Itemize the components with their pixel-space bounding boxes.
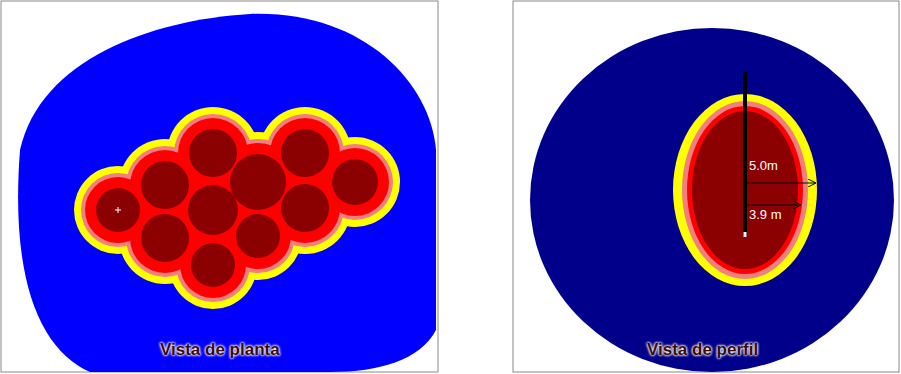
blast-core bbox=[191, 243, 235, 287]
blast-core bbox=[281, 184, 329, 232]
plume-cluster bbox=[74, 107, 400, 309]
blast-core bbox=[230, 154, 286, 210]
dimension: 3.9 m bbox=[749, 207, 782, 222]
blast-core bbox=[281, 129, 329, 177]
blast-core bbox=[141, 161, 189, 209]
outer-zone bbox=[18, 14, 436, 372]
panel-frame bbox=[1, 1, 438, 372]
radius-arrow bbox=[746, 183, 815, 184]
panel-frame bbox=[513, 1, 899, 372]
blast-core bbox=[141, 214, 189, 262]
outer-zone bbox=[530, 28, 894, 372]
blasthole-mark bbox=[115, 207, 121, 213]
dimension: 5.0m bbox=[749, 158, 778, 173]
blast-core bbox=[332, 159, 378, 205]
view-title: Vista de planta bbox=[160, 340, 280, 360]
view-title: Vista de perfil bbox=[647, 340, 758, 360]
radius-arrow bbox=[746, 205, 800, 206]
blast-core bbox=[188, 185, 238, 235]
blast-core bbox=[236, 214, 280, 258]
charge-tip bbox=[744, 232, 747, 237]
blast-core bbox=[189, 129, 237, 177]
blast-core bbox=[96, 188, 140, 232]
borehole bbox=[743, 72, 747, 236]
